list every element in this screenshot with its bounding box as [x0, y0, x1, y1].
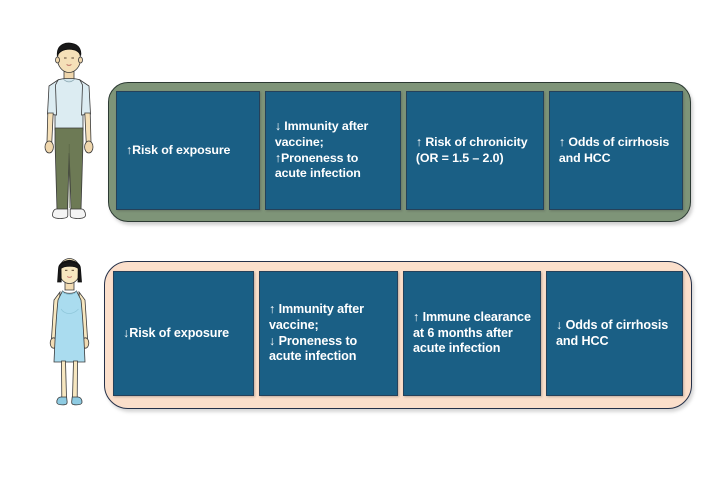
- male-cell-odds-of-cirrhosis[interactable]: ↑ Odds of cirrhosis and HCC: [548, 91, 683, 210]
- male-cell-risk-of-exposure[interactable]: ↑Risk of exposure: [116, 91, 260, 210]
- female-cell-odds-of-cirrhosis[interactable]: ↓ Odds of cirrhosis and HCC: [545, 271, 684, 396]
- female-cell-immune-clearance[interactable]: ↑ Immune clearance at 6 months after acu…: [402, 271, 541, 396]
- female-cell-0-text: ↓Risk of exposure: [123, 325, 230, 340]
- female-figure: [40, 252, 100, 417]
- female-cell-3-text: ↓ Odds of cirrhosis and HCC: [555, 317, 669, 348]
- female-cell-1-text: ↑ Immunity after vaccine; ↓ Proneness to…: [268, 301, 364, 364]
- female-row-band: ↓Risk of exposure ↑ Immunity after vacci…: [104, 261, 692, 409]
- male-cell-0-text: ↑Risk of exposure: [126, 142, 231, 157]
- female-cell-immunity-after-vaccine[interactable]: ↑ Immunity after vaccine; ↓ Proneness to…: [258, 271, 398, 396]
- male-cell-risk-of-chronicity[interactable]: ↑ Risk of chronicity (OR = 1.5 – 2.0): [405, 91, 544, 210]
- male-cell-2-text: ↑ Risk of chronicity (OR = 1.5 – 2.0): [415, 134, 528, 165]
- female-cell-2-text: ↑ Immune clearance at 6 months after acu…: [412, 309, 531, 356]
- female-cell-risk-of-exposure[interactable]: ↓Risk of exposure: [113, 271, 254, 396]
- male-cell-immunity-after-vaccine[interactable]: ↓ Immunity after vaccine; ↑Proneness to …: [264, 91, 401, 210]
- male-figure: [38, 38, 100, 228]
- male-cell-1-text: ↓ Immunity after vaccine; ↑Proneness to …: [274, 119, 369, 181]
- male-row-band: ↑Risk of exposure ↓ Immunity after vacci…: [108, 82, 691, 222]
- male-cell-3-text: ↑ Odds of cirrhosis and HCC: [558, 134, 670, 165]
